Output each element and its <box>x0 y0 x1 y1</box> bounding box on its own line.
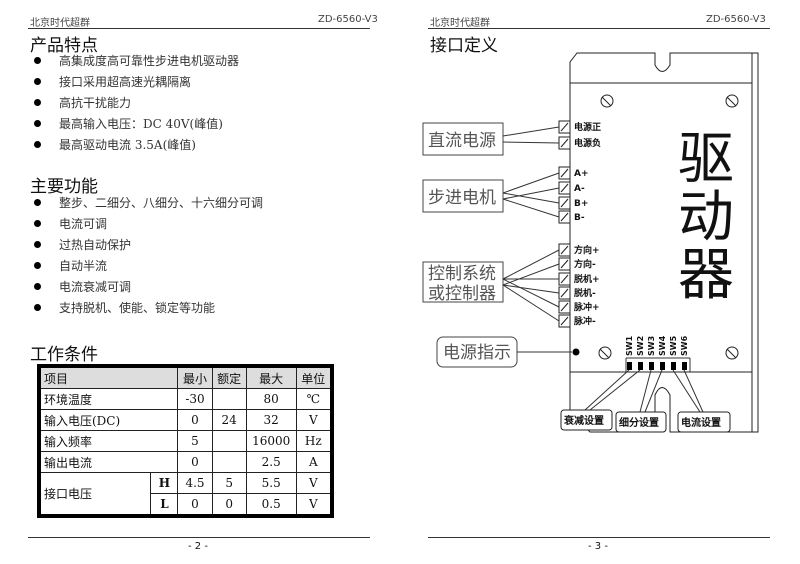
dip-switch-label: SW5 <box>669 335 678 356</box>
conditions-title: 工作条件 <box>30 345 98 365</box>
page-title: 接口定义 <box>430 36 498 56</box>
dip-switch-label: SW3 <box>647 336 656 356</box>
header-model: ZD-6560-V3 <box>706 14 766 25</box>
header-model: ZD-6560-V3 <box>318 14 378 25</box>
terminal-label: 脉冲+ <box>573 301 600 313</box>
list-item: 支持脱机、使能、锁定等功能 <box>30 297 263 318</box>
control-group-box <box>422 261 504 303</box>
dip-switch[interactable] <box>627 362 632 370</box>
terminal-label: B+ <box>574 199 588 209</box>
list-item: 接口采用超高速光耦隔离 <box>30 71 239 92</box>
features-list: 高集成度高可靠性步进电机驱动器 接口采用超高速光耦隔离 高抗干扰能力 最高输入电… <box>30 50 239 155</box>
list-item: 过热自动保护 <box>30 234 263 255</box>
dip-switch-label: SW6 <box>680 335 689 356</box>
list-item: 自动半流 <box>30 255 263 276</box>
list-item: 高抗干扰能力 <box>30 92 239 113</box>
header-company: 北京时代超群 <box>430 18 490 29</box>
dip-switch-label: SW1 <box>625 335 634 356</box>
screw-icons <box>598 94 739 360</box>
driver-label: 动 <box>678 185 734 250</box>
wire <box>502 187 560 200</box>
driver-label: 驱 <box>678 127 734 192</box>
page-number: - 3 - <box>588 541 608 552</box>
driver-body <box>569 52 759 433</box>
group-motor-label: 步进电机 <box>428 188 496 208</box>
list-item: 最高输入电压：DC 40V(峰值) <box>30 113 239 134</box>
wire <box>502 263 560 286</box>
table-header: 项目 最小额定 最大单位 <box>38 365 333 389</box>
power-indicator-led <box>572 348 580 356</box>
motor-group-box <box>422 179 504 213</box>
group-indicator-label: 电源指示 <box>443 343 511 363</box>
terminal-label: 脉冲- <box>573 315 596 327</box>
list-item: 整步、二细分、八细分、十六细分可调 <box>30 192 263 213</box>
list-item: 电流衰减可调 <box>30 276 263 297</box>
setting-microstep-label: 细分设置 <box>619 416 659 429</box>
dip-switch-label: SW2 <box>636 336 645 356</box>
functions-title: 主要功能 <box>30 177 98 197</box>
terminal-label: A- <box>574 184 585 194</box>
dip-switch-label: SW4 <box>658 335 667 356</box>
wire <box>502 249 560 280</box>
group-control-label: 控制系统 <box>428 264 496 284</box>
wire <box>502 278 560 308</box>
wire <box>502 192 560 204</box>
functions-list: 整步、二细分、八细分、十六细分可调 电流可调 过热自动保护 自动半流 电流衰减可… <box>30 192 263 318</box>
setting-box <box>677 411 731 433</box>
features-title: 产品特点 <box>30 36 98 56</box>
terminal-label: 方向- <box>574 258 596 270</box>
dip-switch[interactable] <box>660 362 665 370</box>
terminal-label: 电源负 <box>574 137 601 149</box>
dip-switch[interactable] <box>682 362 687 370</box>
wire <box>502 141 560 144</box>
setting-box <box>615 411 667 433</box>
terminal-label: B- <box>574 213 585 223</box>
wire <box>502 284 560 322</box>
terminal-label: 电源正 <box>574 121 601 133</box>
page-number: - 2 - <box>188 541 208 552</box>
dip-switch[interactable] <box>638 362 643 370</box>
setting-attenuation-label: 衰减设置 <box>563 414 604 427</box>
terminal-label: 脱机+ <box>574 273 600 285</box>
terminal-label: 脱机- <box>574 287 596 299</box>
group-power-label: 直流电源 <box>428 131 496 151</box>
list-item: 电流可调 <box>30 213 263 234</box>
header-company: 北京时代超群 <box>30 18 90 29</box>
driver-label: 器 <box>678 243 734 308</box>
wire <box>502 198 560 218</box>
setting-box <box>560 409 613 431</box>
dip-switch[interactable] <box>649 362 654 370</box>
wire <box>502 284 560 294</box>
dip-switch[interactable] <box>671 362 676 370</box>
power-group-box <box>422 122 504 156</box>
list-item: 高集成度高可靠性步进电机驱动器 <box>30 50 239 71</box>
group-control-label: 或控制器 <box>428 284 496 304</box>
wire <box>502 172 560 194</box>
setting-current-label: 电流设置 <box>681 416 721 429</box>
wire <box>502 126 560 137</box>
terminal-label: 方向+ <box>574 244 600 256</box>
list-item: 最高驱动电流 3.5A(峰值) <box>30 134 239 155</box>
terminal-label: A+ <box>574 169 589 179</box>
